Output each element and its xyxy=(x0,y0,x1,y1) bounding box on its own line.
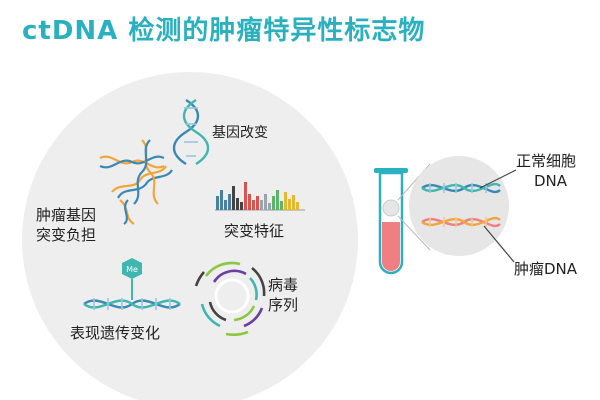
tumor-burden-label-1: 肿瘤基因 xyxy=(36,206,96,224)
mutation-spectrum-icon xyxy=(215,182,305,211)
mutation-feature-label: 突变特征 xyxy=(224,222,284,240)
epigenetic-dna-icon xyxy=(83,298,181,310)
dna-zoom-circle xyxy=(409,156,509,256)
zoom-line-bottom xyxy=(397,215,431,251)
virus-sequence-icon xyxy=(194,261,266,336)
virus-label-1: 病毒 xyxy=(268,276,298,294)
virus-label-2: 序列 xyxy=(268,296,298,314)
tumor-burden-dna-icon xyxy=(99,139,173,225)
methylation-badge: Me xyxy=(122,258,142,300)
tumor-burden-label-2: 突变负担 xyxy=(36,226,96,244)
test-tube-icon xyxy=(374,168,408,275)
tumor-dna-pointer xyxy=(483,225,515,263)
tumor-dna-icon xyxy=(421,217,501,227)
normal-dna-label-1: 正常细胞 xyxy=(516,152,576,170)
epigenetic-label: 表现遗传变化 xyxy=(70,324,160,342)
gene-change-dna-icon xyxy=(172,98,210,166)
normal-dna-icon xyxy=(421,183,501,193)
normal-dna-pointer xyxy=(479,169,517,189)
methyl-badge-text: Me xyxy=(126,265,138,274)
page-title: ctDNA 检测的肿瘤特异性标志物 xyxy=(22,16,426,46)
normal-dna-label-2: DNA xyxy=(534,172,568,190)
marker-circle xyxy=(22,72,358,400)
tumor-dna-label: 肿瘤DNA xyxy=(514,260,578,278)
gene-change-label: 基因改变 xyxy=(212,124,268,141)
